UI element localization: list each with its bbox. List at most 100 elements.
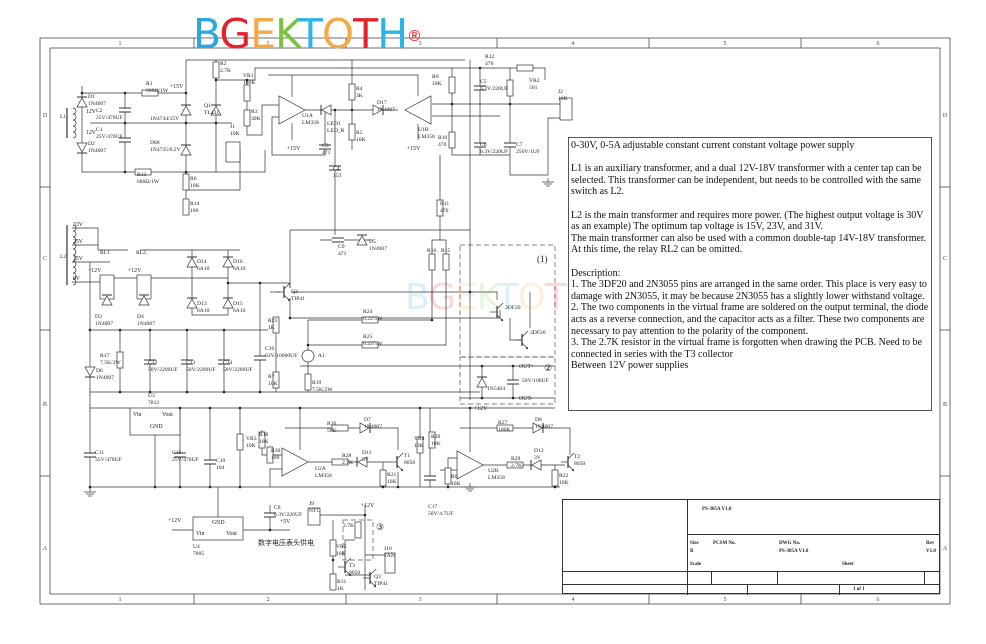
component-value: 471 [338,251,347,257]
component-ref: RL2 [136,250,146,256]
zone-row-label: B [43,402,47,408]
component-label-rl1: RL1 [100,250,110,256]
zone-column-label: 5 [724,597,727,603]
resistor-symbol [243,84,251,102]
component-value: 6A10 [233,266,246,272]
junction-dot [226,281,230,285]
component-value: 50V/4.7UF [428,511,453,517]
note-1: 1. The 3DF20 and 2N3055 pins are arrange… [571,279,927,302]
component-value: 1N4007 [96,375,114,381]
opamp-symbol [278,95,306,125]
component-ref: D16 [233,259,243,265]
component-ref: R24 [363,309,373,315]
outer-border [39,37,951,605]
component-value: 1N4007 [137,321,155,327]
junction-dot [511,396,515,400]
junction-dot [178,485,182,489]
transistor-collector [396,452,404,460]
description-heading: Description: [571,267,621,279]
junction-dot [208,485,212,489]
dwg-value: PS-305A V1.0 [779,549,809,554]
capacitor-gap [84,453,96,457]
component-ref: D6 [96,368,103,374]
component-ref: A1 [318,353,325,359]
divider [747,584,748,595]
component-ref: D1 [88,94,95,100]
component-ref: R21 [387,472,397,478]
component-ref: U1B [418,127,429,133]
logo-letter: B [193,10,220,58]
component-value: 10K [559,480,569,486]
junction-dot [350,108,354,112]
wire [285,427,399,450]
resistor-symbol [182,198,190,216]
wire [216,67,546,81]
resistor-symbol [272,371,280,389]
component-value: 50V/100UF [522,378,549,384]
component-value: 1N4007 [369,246,387,252]
capacitor-gap [181,360,193,364]
component-ref: R6 [190,176,197,182]
diode-symbol [101,295,113,306]
transformer-coil [72,230,77,238]
capacitor-gap [504,143,516,147]
component-ref: C8 [274,505,281,511]
resistor-symbol [236,433,244,451]
diode-symbol [180,105,192,116]
component-ref: R16 [427,248,437,254]
junction-dot [148,390,152,394]
resistor-symbol [354,521,362,539]
wire [269,468,282,487]
component-label-c8: C86.3V/220UF [274,505,302,518]
component-value: TIP41 [374,581,388,587]
resistor-symbol [116,351,124,369]
wire [344,539,355,560]
watermark-letter: T [496,277,519,318]
diode-symbol [180,145,192,156]
component-ref: C14 [223,360,233,366]
component-ref: J1 [230,124,235,130]
component-ref: R5 [356,130,363,136]
component-ref: C9 [338,244,345,250]
junction-dot [258,390,262,394]
junction-dot [238,406,242,410]
transistor-arrow [374,585,376,587]
zone-column-label: 6 [877,597,880,603]
component-ref: R30 [271,448,281,454]
net-label: ③ [376,522,384,532]
resistor-symbol [428,253,436,271]
component-ref: J2 [558,89,563,95]
component-value: 10K [268,381,278,387]
diode-symbol [531,459,542,471]
component-ref: RL1 [100,250,110,256]
capacitor-gap [474,86,486,90]
component-ref: R4 [356,86,363,92]
component-value: 1K [268,325,275,331]
capacitor-gap [204,460,216,464]
resistor-symbol [428,431,436,449]
net-label: +15V [170,84,184,90]
watermark-letter: T [544,277,567,318]
component-ref: R7 [268,374,275,380]
component-ref: R18 [259,432,269,438]
sheet-label: Sheet [842,562,854,567]
divider [839,584,840,595]
net-label: Vout [226,531,237,537]
resistor-symbol [331,424,349,432]
